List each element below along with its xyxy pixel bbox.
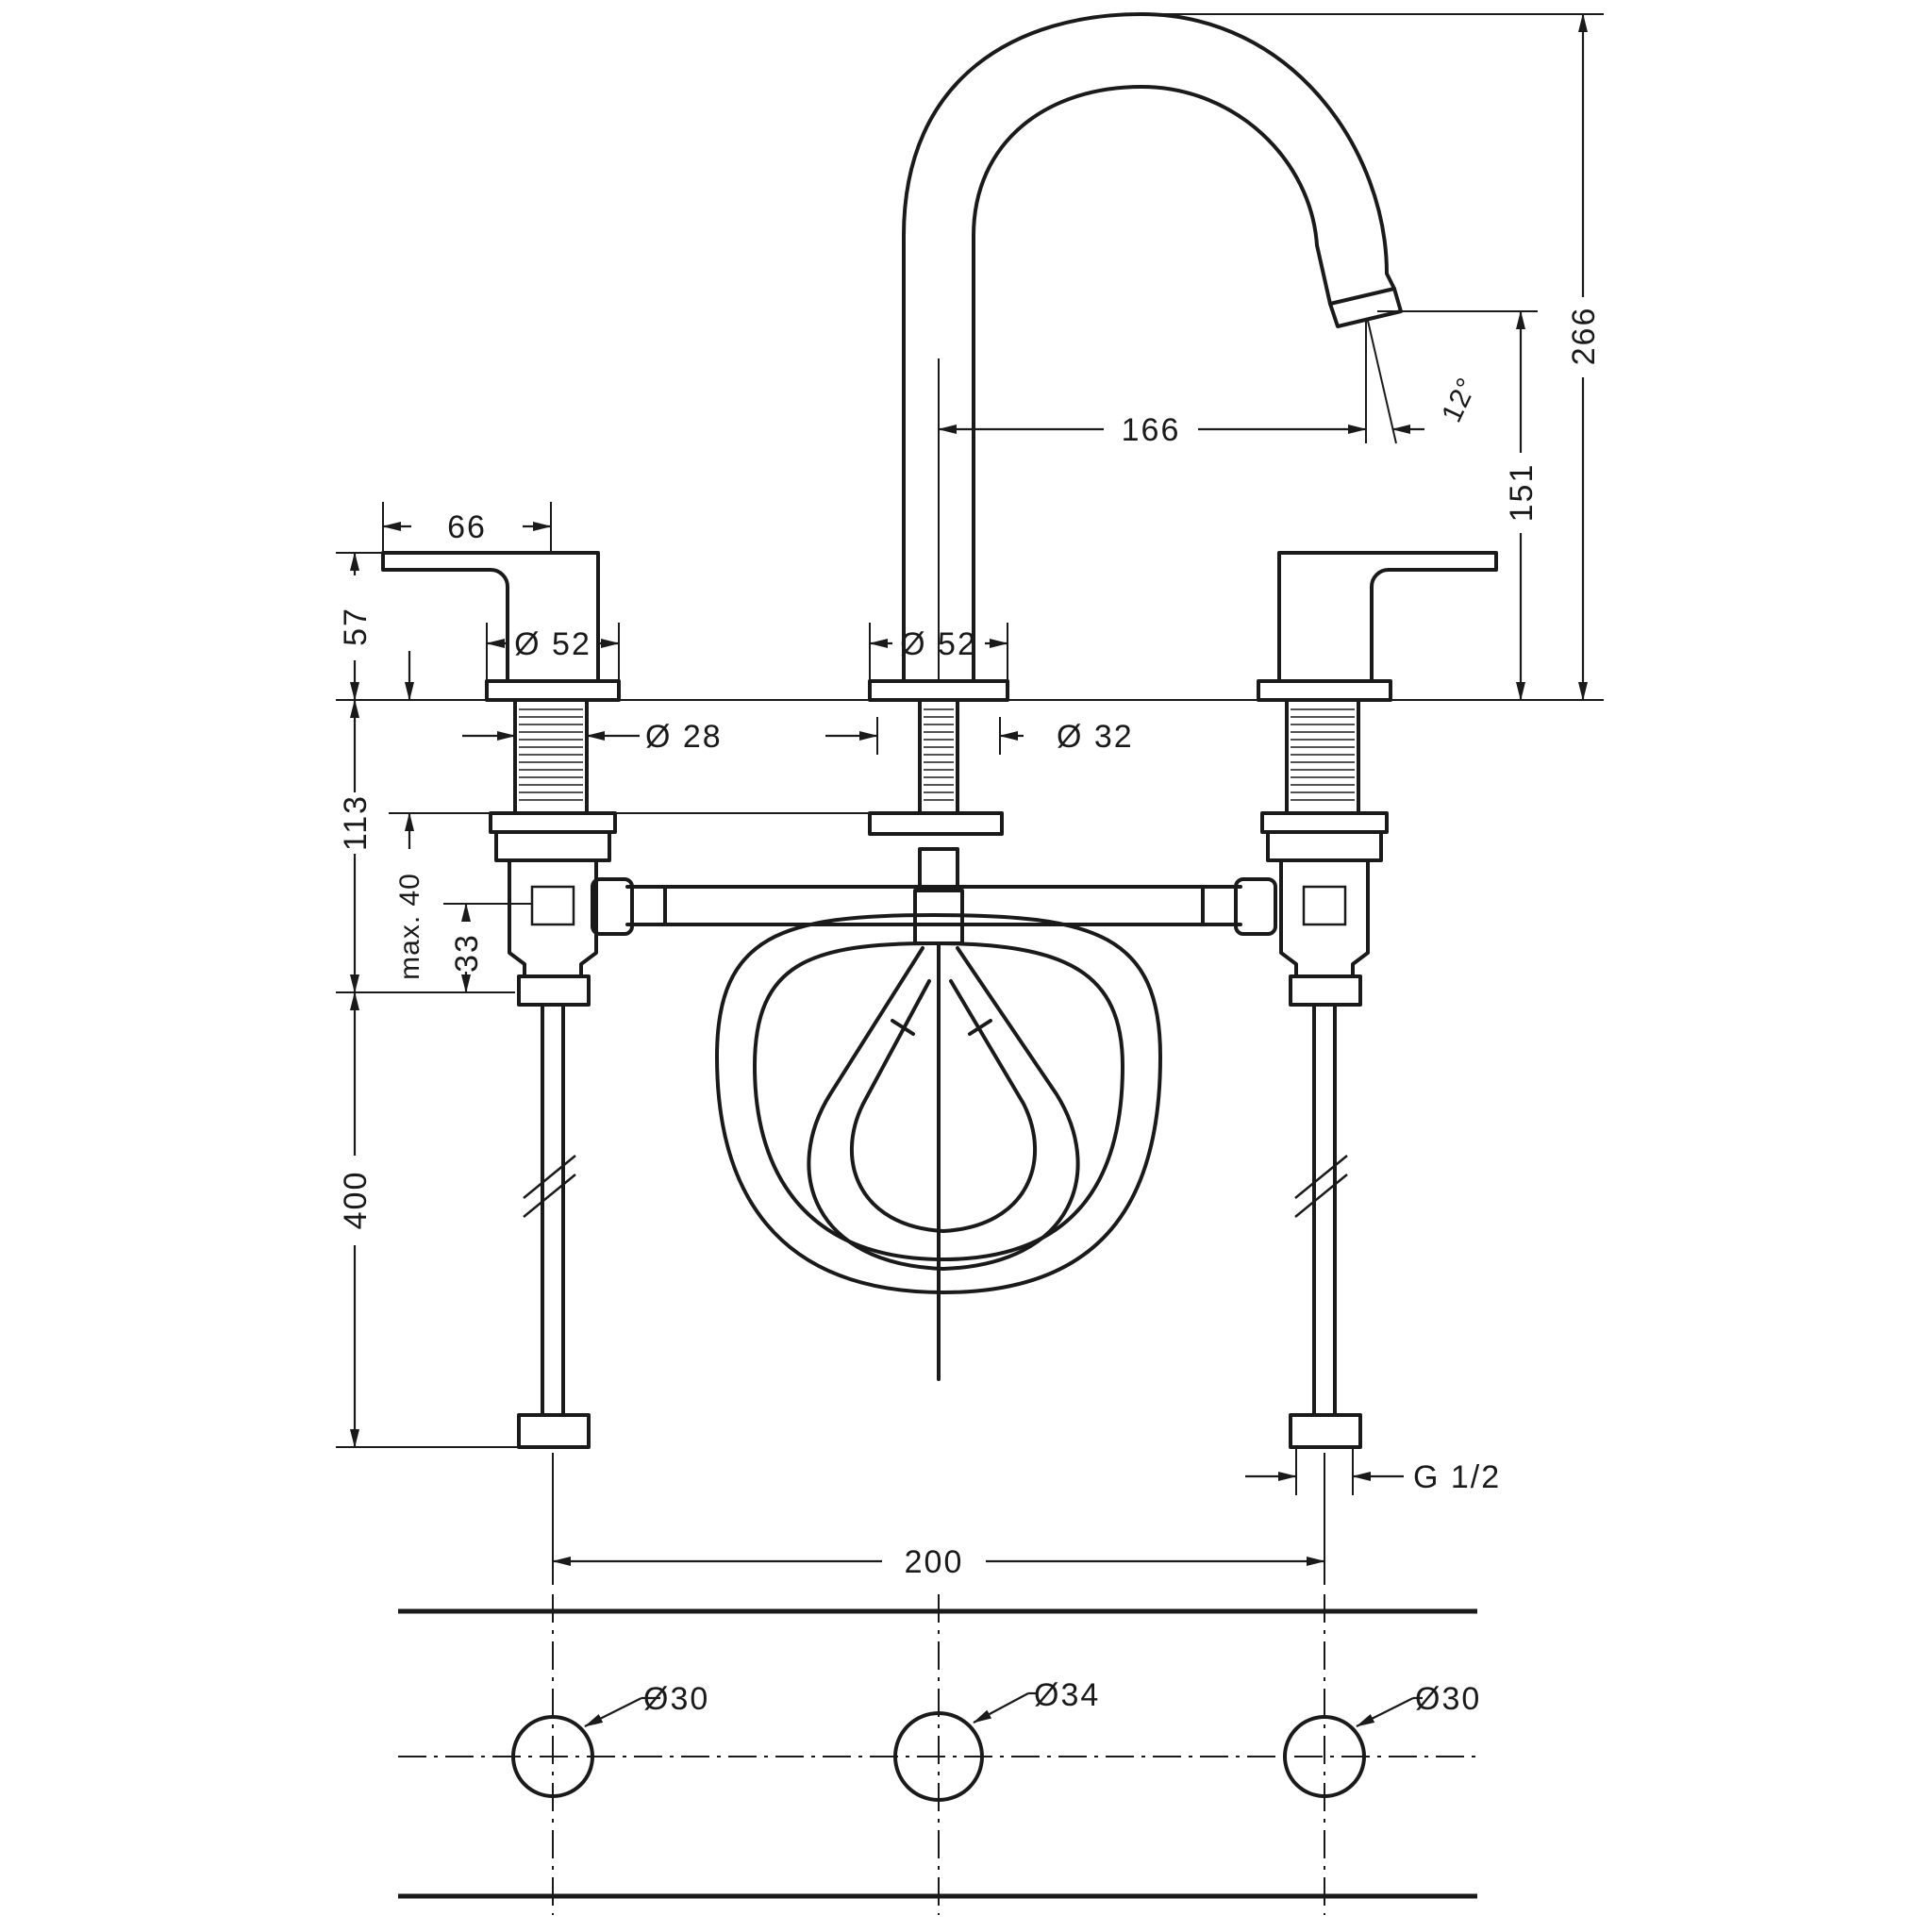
- spout-rosette: [868, 679, 1009, 702]
- spout-shank: [918, 698, 959, 815]
- dimensions: 66 57 Ø 52 Ø 52 Ø 28 Ø 32 166: [336, 13, 1604, 1585]
- dim-handle-length: 66: [447, 509, 487, 545]
- left-nut: [494, 830, 611, 862]
- right-hose-nut-top: [1289, 974, 1362, 1007]
- dim-handle-shank-dia: Ø 28: [645, 719, 723, 755]
- spout-mounting-plate: [868, 811, 1004, 836]
- spout-fitting: [918, 847, 959, 892]
- right-rosette: [1257, 679, 1392, 702]
- left-shank: [513, 698, 589, 815]
- spout: [868, 12, 1403, 1381]
- left-rosette: [485, 679, 621, 702]
- hole-right-dia: Ø30: [1415, 1681, 1481, 1717]
- left-valve: [381, 551, 621, 1449]
- dim-center-distance: 200: [905, 1544, 964, 1580]
- connection-pipe: [591, 877, 1277, 936]
- dim-spout-angle: 12°: [1436, 373, 1483, 427]
- spout-outer-contour: [902, 12, 1396, 683]
- dim-spout-reach: 166: [1122, 412, 1181, 448]
- right-valve-label: [1302, 885, 1347, 926]
- dim-handle-rosette-dia: Ø 52: [514, 626, 591, 662]
- left-hose-nut-top: [517, 974, 591, 1007]
- dim-thread: G 1/2: [1413, 1459, 1501, 1495]
- right-hose-nut-bottom: [1289, 1413, 1362, 1449]
- left-hose-nut-bottom: [517, 1413, 591, 1449]
- hole-center: [893, 1711, 984, 1802]
- right-break-mark: [1294, 1155, 1348, 1199]
- hole-center-dia: Ø34: [1034, 1677, 1100, 1713]
- dim-handle-height: 57: [338, 607, 374, 646]
- right-mounting-plate: [1260, 811, 1389, 834]
- left-valve-label: [530, 885, 575, 926]
- left-mounting-plate: [489, 811, 617, 834]
- left-break-mark: [523, 1155, 576, 1199]
- right-valve-body: [1279, 858, 1370, 978]
- dim-valve-body: 33: [449, 933, 485, 973]
- hole-left: [511, 1715, 594, 1798]
- right-handle-lever: [1277, 551, 1498, 683]
- spout-inner-contour: [972, 85, 1332, 683]
- left-valve-body: [508, 858, 598, 978]
- dim-total-height: 266: [1566, 307, 1602, 366]
- hole-right: [1283, 1715, 1366, 1798]
- dim-spout-shank-dia: Ø 32: [1057, 719, 1134, 755]
- hole-left-dia: Ø30: [643, 1681, 709, 1717]
- dim-max-deck-thickness: max. 40: [394, 873, 425, 980]
- dim-shank-length: 113: [338, 794, 374, 851]
- right-valve: [1257, 551, 1498, 1449]
- dim-spout-outlet-height: 151: [1504, 463, 1540, 523]
- hose-loop: [715, 913, 1162, 1294]
- dim-hose-length: 400: [338, 1171, 374, 1230]
- deck-hole-plan: Ø30 Ø34 Ø30: [398, 1594, 1481, 1915]
- right-nut: [1266, 830, 1383, 862]
- right-shank: [1285, 698, 1360, 815]
